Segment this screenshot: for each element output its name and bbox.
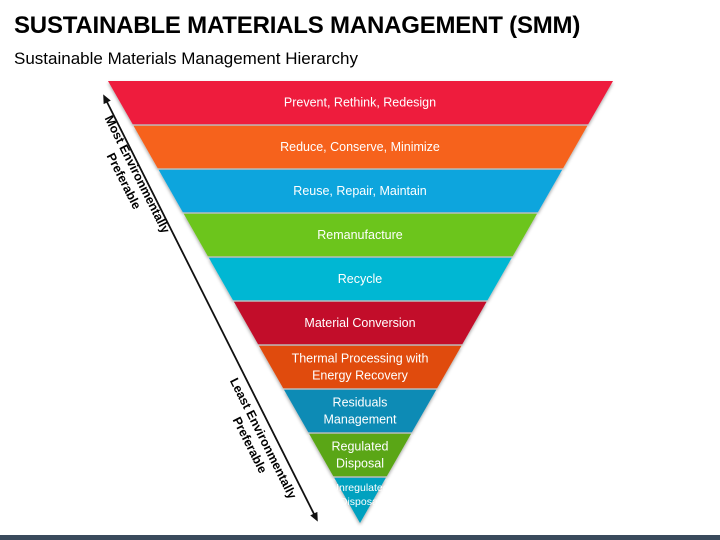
- tier-1: Prevent, Rethink, Redesign: [108, 81, 613, 125]
- tier-2: Reduce, Conserve, Minimize: [133, 125, 588, 169]
- tier-label: Remanufacture: [317, 228, 403, 242]
- tier-label: Recycle: [338, 272, 383, 286]
- tier-label: Material Conversion: [304, 316, 415, 330]
- tier-label: Reduce, Conserve, Minimize: [280, 140, 440, 154]
- tier-5: Recycle: [208, 257, 512, 301]
- tier-shape: [284, 389, 437, 433]
- tier-label: Residuals: [333, 396, 388, 410]
- tier-label: Disposal: [340, 496, 380, 508]
- tier-label: Prevent, Rethink, Redesign: [284, 96, 436, 110]
- tier-label: Management: [324, 413, 397, 427]
- page-subtitle: Sustainable Materials Management Hierarc…: [14, 49, 358, 68]
- tier-4: Remanufacture: [183, 213, 537, 257]
- tier-label: Unregulated: [331, 482, 388, 494]
- tier-shape: [334, 477, 386, 523]
- preference-arrow: [103, 94, 318, 522]
- tier-label: Reuse, Repair, Maintain: [293, 184, 426, 198]
- bottom-bar: [0, 535, 720, 540]
- tier-label: Thermal Processing with: [292, 352, 429, 366]
- tier-shape: [309, 433, 412, 477]
- page-title: SUSTAINABLE MATERIALS MANAGEMENT (SMM): [14, 12, 581, 39]
- tier-label: Energy Recovery: [312, 369, 409, 383]
- tier-label: Disposal: [336, 457, 384, 471]
- tier-label: Regulated: [332, 440, 389, 454]
- tier-3: Reuse, Repair, Maintain: [158, 169, 563, 213]
- tier-6: Material Conversion: [233, 301, 487, 345]
